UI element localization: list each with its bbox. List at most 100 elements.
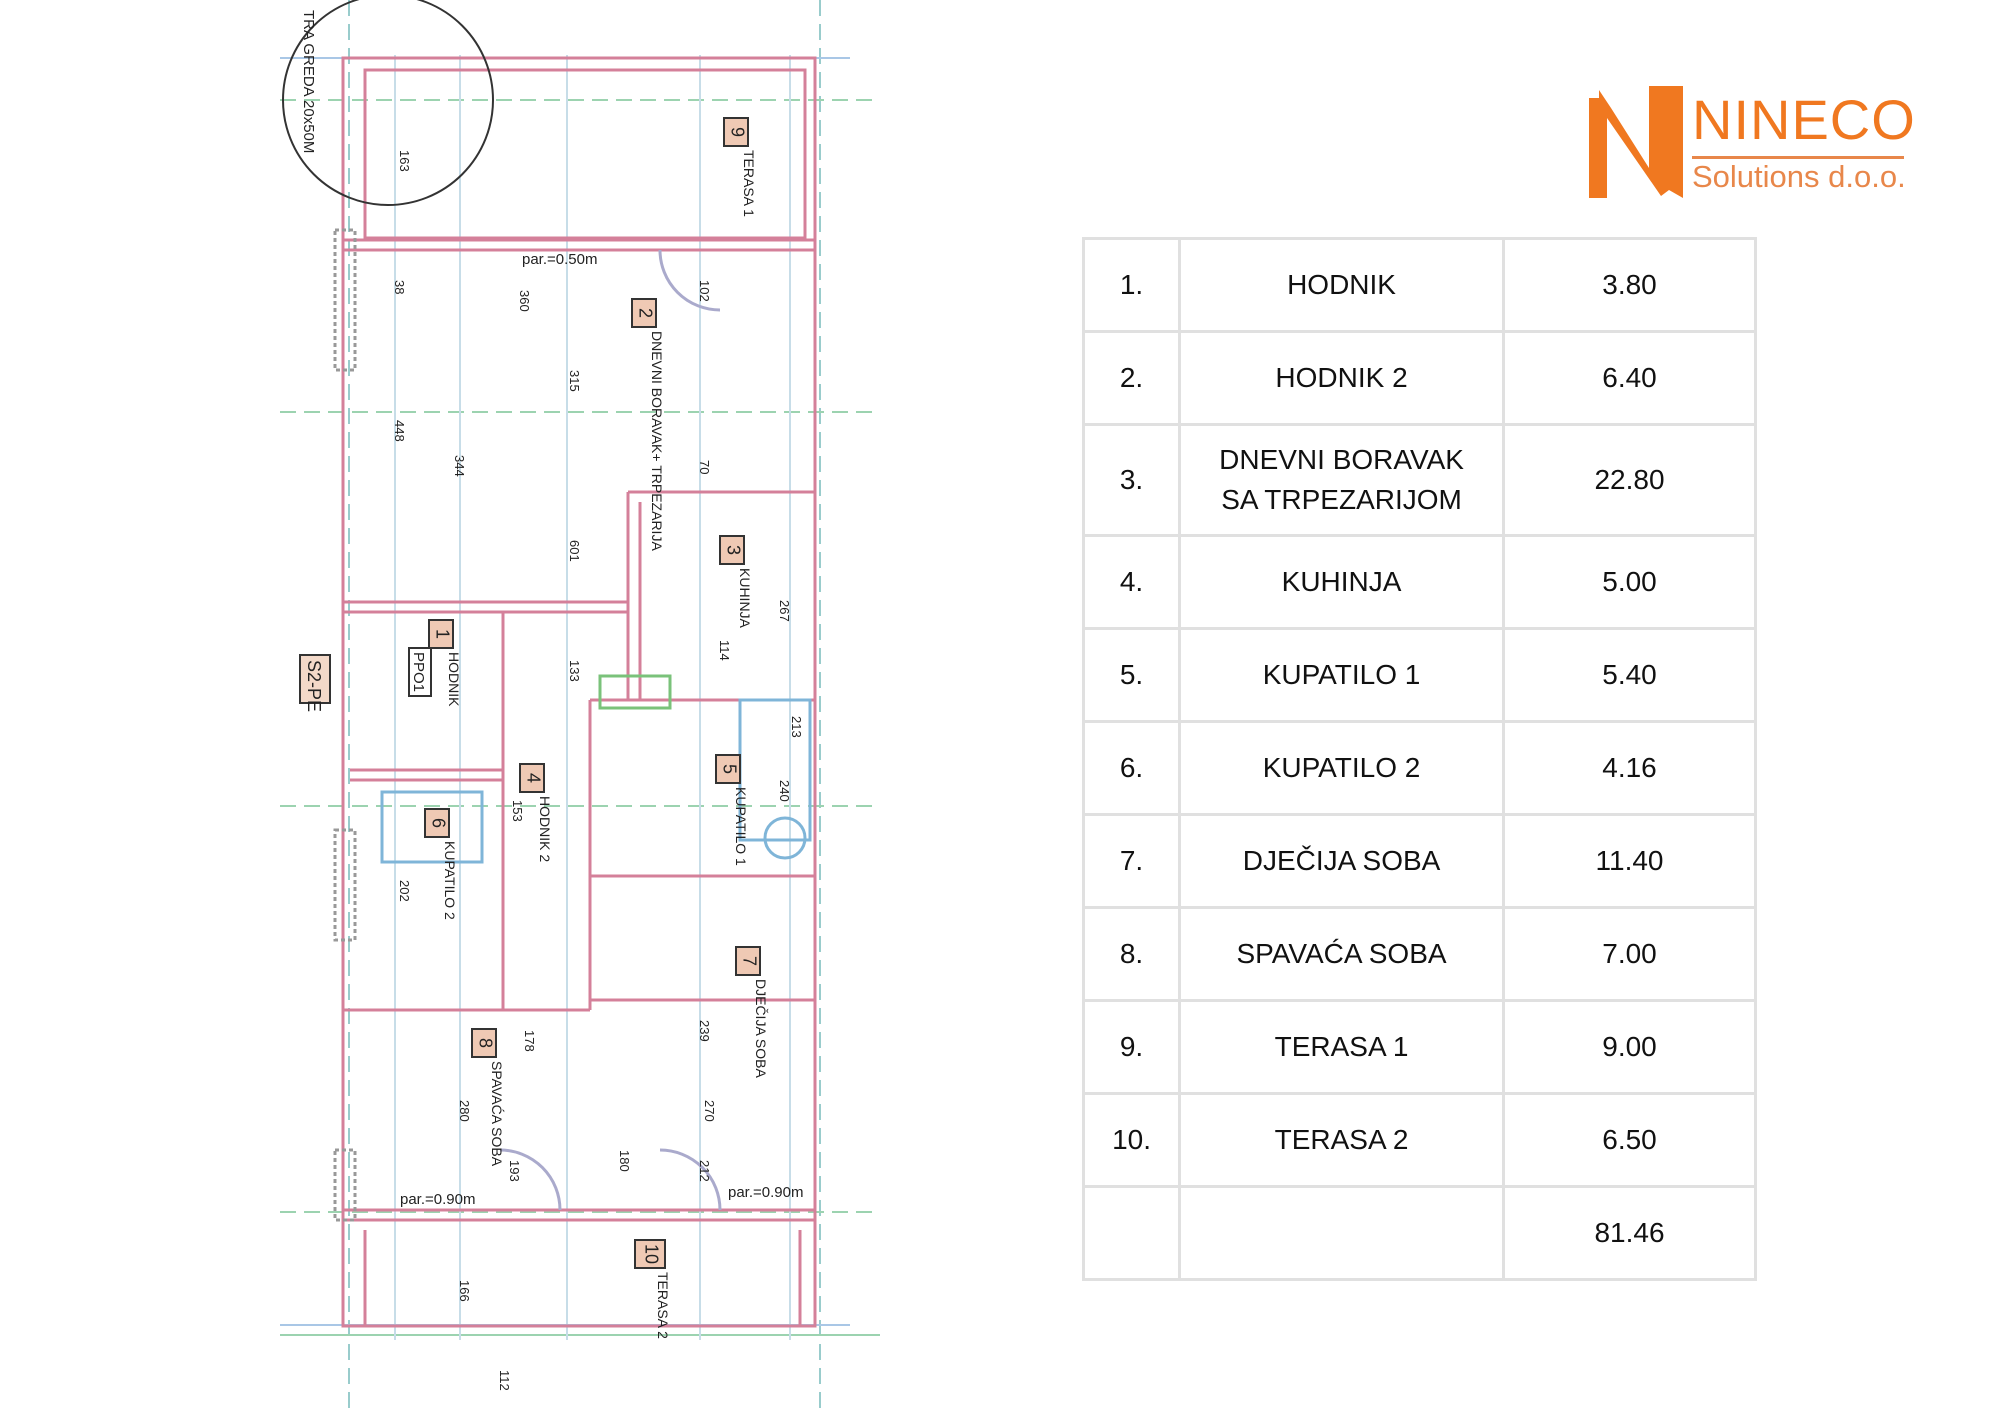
dimension-label: 38	[392, 280, 407, 294]
room-label: 3 KUHINJA	[719, 535, 753, 629]
room-name-tag: TERASA 1	[741, 150, 757, 217]
room-name-tag: KUPATILO 2	[442, 841, 458, 920]
room-labels: 1 HODNIK 2 DNEVNI BORAVAK+ TRPEZARIJA 3 …	[424, 117, 769, 1339]
room-name-cell: KUPATILO 2	[1178, 720, 1505, 816]
parapet-note: par.=0.90m	[400, 1191, 475, 1208]
dimension-label: 202	[397, 880, 412, 902]
total-row: 81.46	[1081, 1185, 1757, 1281]
room-name: DJEČIJA SOBA	[1242, 845, 1441, 876]
room-label: 1 HODNIK	[428, 619, 462, 707]
dimension-label: 270	[702, 1100, 717, 1122]
beam-note: TRA GREDA 20x50M	[300, 10, 317, 153]
room-area: 11.40	[1502, 813, 1757, 909]
table-row: 4. KUHINJA 5.00	[1081, 534, 1757, 630]
room-name: HODNIK 2	[1275, 362, 1408, 393]
room-name: TERASA 2	[1274, 1124, 1409, 1155]
room-name-cell: TERASA 2	[1178, 1092, 1505, 1188]
room-name-tag: DJEČIJA SOBA	[753, 979, 769, 1078]
room-name-tag: KUHINJA	[737, 568, 753, 629]
room-number-tag: 8	[475, 1038, 495, 1048]
dimension-label: 315	[567, 370, 582, 392]
room-name-cell: KUPATILO 1	[1178, 627, 1505, 723]
room-number-tag: 10	[641, 1244, 661, 1264]
plan-walls	[341, 56, 817, 1328]
plan-grid-lines	[280, 0, 880, 1414]
room-name-line: DNEVNI BORAVAK	[1219, 444, 1464, 475]
logo-subtitle: Solutions d.o.o.	[1692, 159, 1906, 194]
dimension-label: 239	[697, 1020, 712, 1042]
room-name: KUPATILO 2	[1262, 752, 1421, 783]
room-number: 10.	[1081, 1092, 1182, 1188]
dimension-label: 344	[452, 455, 467, 477]
room-number-tag: 4	[523, 773, 543, 783]
room-number-tag: 5	[719, 764, 739, 774]
room-name-tag: HODNIK	[446, 652, 462, 707]
room-number-tag: 3	[723, 545, 743, 555]
room-label: 7 DJEČIJA SOBA	[735, 946, 769, 1078]
dimension-label: 114	[717, 640, 732, 661]
room-name-cell: HODNIK 2	[1178, 330, 1505, 426]
room-label: 6 KUPATILO 2	[424, 808, 458, 920]
room-name-tag: HODNIK 2	[537, 796, 553, 862]
dimension-label: 163	[397, 150, 412, 172]
logo-divider	[1692, 156, 1904, 159]
parapet-note: par.=0.50m	[522, 251, 597, 268]
room-area: 6.40	[1502, 330, 1757, 426]
dimension-label: 240	[777, 780, 792, 802]
room-number-tag: 1	[432, 629, 452, 639]
table-row: 7. DJEČIJA SOBA 11.40	[1081, 813, 1757, 909]
dimension-label: 112	[497, 1370, 512, 1391]
room-number: 1.	[1081, 237, 1182, 333]
logo-n-icon	[1589, 86, 1683, 198]
room-label: 8 SPAVAĆA SOBA	[471, 1028, 505, 1167]
room-name-cell: KUHINJA	[1178, 534, 1505, 630]
dimension-label: 166	[457, 1280, 472, 1302]
dimension-label: 360	[517, 290, 532, 312]
room-area: 5.00	[1502, 534, 1757, 630]
room-label: 9 TERASA 1	[723, 117, 757, 217]
room-number: 9.	[1081, 999, 1182, 1095]
dimension-label: 267	[777, 600, 792, 622]
room-name: HODNIK	[1287, 269, 1396, 300]
room-name: TERASA 1	[1274, 1031, 1409, 1062]
dimension-label: 212	[697, 1160, 712, 1182]
total-name	[1178, 1185, 1505, 1281]
room-name-cell: SPAVAĆA SOBA	[1178, 906, 1505, 1002]
room-number-tag: 2	[635, 308, 655, 318]
dimension-label: 213	[789, 716, 804, 738]
room-name-cell: TERASA 1	[1178, 999, 1505, 1095]
dimension-label: 601	[567, 540, 582, 562]
room-number: 4.	[1081, 534, 1182, 630]
room-area: 3.80	[1502, 237, 1757, 333]
room-number: 5.	[1081, 627, 1182, 723]
total-area: 81.46	[1502, 1185, 1757, 1281]
dimension-label: 193	[507, 1160, 522, 1182]
tag-ppo: PPO1	[410, 652, 427, 692]
dimension-label: 180	[617, 1150, 632, 1172]
room-label: 4 HODNIK 2	[519, 763, 553, 862]
dimension-label: 153	[510, 800, 525, 822]
room-name-tag: KUPATILO 1	[733, 787, 749, 866]
room-number-tag: 9	[727, 127, 747, 137]
room-name-tag: DNEVNI BORAVAK+ TRPEZARIJA	[649, 331, 665, 551]
room-area: 5.40	[1502, 627, 1757, 723]
plan-annotations: TRA GREDA 20x50M S2-PE PPO1 par.=0.50m p…	[299, 10, 803, 1208]
room-area: 7.00	[1502, 906, 1757, 1002]
tag-s2pe: S2-PE	[304, 660, 324, 712]
dimension-labels: 1633603154483446011331532022802392702672…	[392, 150, 804, 1391]
room-area: 9.00	[1502, 999, 1757, 1095]
room-name-tag: SPAVAĆA SOBA	[489, 1061, 505, 1167]
room-label: 2 DNEVNI BORAVAK+ TRPEZARIJA	[631, 298, 665, 551]
room-name-line: SA TRPEZARIJOM	[1221, 484, 1462, 515]
room-area: 4.16	[1502, 720, 1757, 816]
room-number: 7.	[1081, 813, 1182, 909]
room-number: 2.	[1081, 330, 1182, 426]
table-row: 8. SPAVAĆA SOBA 7.00	[1081, 906, 1757, 1002]
room-name: KUPATILO 1	[1262, 659, 1421, 690]
room-label: 5 KUPATILO 1	[715, 754, 749, 866]
room-name-tag: TERASA 2	[655, 1272, 671, 1339]
room-number-tag: 7	[739, 956, 759, 966]
